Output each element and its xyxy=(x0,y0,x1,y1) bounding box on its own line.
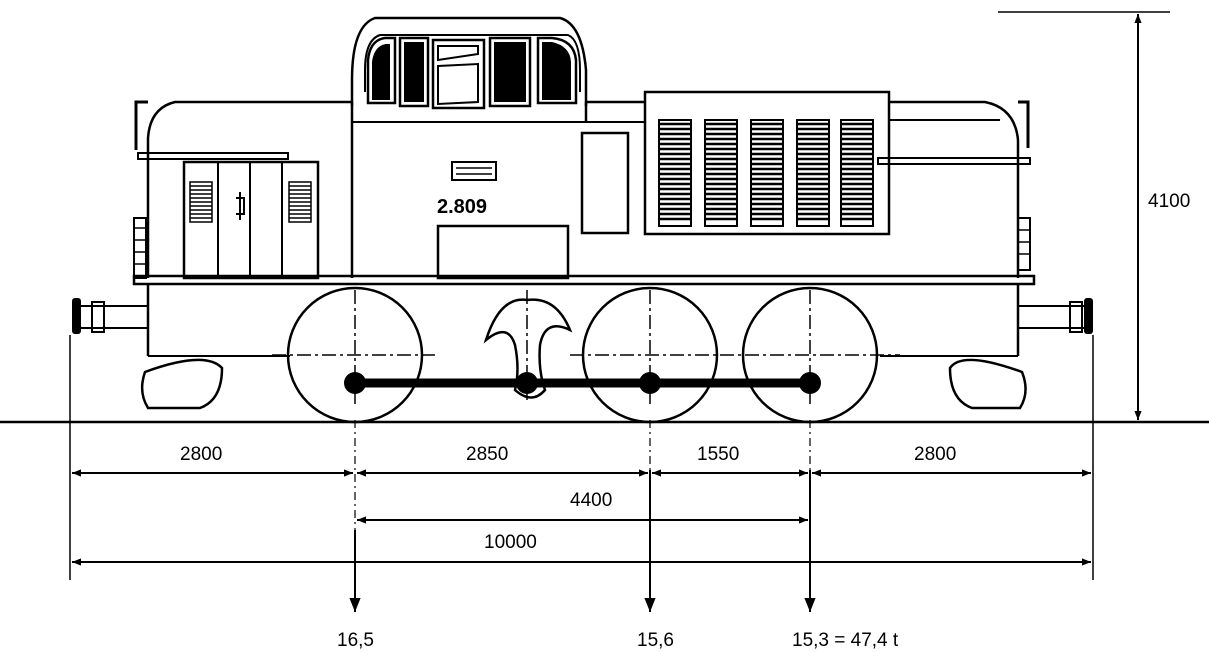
rear-overhang-label: 2800 xyxy=(914,444,956,465)
grille-panel xyxy=(796,119,830,227)
door-handle-icon xyxy=(236,192,245,220)
axle-load-1: 16,5 xyxy=(337,630,374,651)
rear-hood-grille xyxy=(643,90,891,236)
axle-load-3-total: 15,3 = 47,4 t xyxy=(792,630,899,651)
grille-panel xyxy=(704,119,738,227)
grille-panels xyxy=(658,119,874,227)
front-buffer xyxy=(72,298,224,410)
front-overhang-label: 2800 xyxy=(180,444,222,465)
louvre-right xyxy=(288,181,312,223)
axle-loads: 16,5 15,6 15,3 = 47,4 t xyxy=(337,470,899,651)
cab-windows xyxy=(366,36,578,110)
cab-lower-box xyxy=(436,224,570,280)
locomotive-body xyxy=(132,100,1036,357)
dimension-extension-lines xyxy=(69,335,1094,580)
wheel-spacing-2-label: 1550 xyxy=(697,444,739,465)
rear-buffer xyxy=(948,298,1093,410)
wheelset xyxy=(272,286,900,424)
axle-load-2: 15,6 xyxy=(637,630,674,651)
length-dimensions: 2800 2850 1550 2800 4400 10000 xyxy=(72,444,1091,566)
grille-panel xyxy=(658,119,692,227)
height-dimension: 4100 xyxy=(998,11,1190,420)
locomotive-number: 2.809 xyxy=(437,196,487,218)
number-plate xyxy=(451,161,497,181)
jackshaft-crank xyxy=(483,298,573,399)
front-hood-doors xyxy=(133,160,320,280)
overall-length-label: 10000 xyxy=(484,532,537,553)
grille-panel xyxy=(840,119,874,227)
side-window xyxy=(580,131,630,235)
wheelbase-label: 4400 xyxy=(570,490,612,511)
cab xyxy=(350,16,588,110)
louvre-left xyxy=(189,181,213,223)
grille-panel xyxy=(750,119,784,227)
wheel-spacing-1-label: 2850 xyxy=(466,444,508,465)
height-value: 4100 xyxy=(1148,191,1190,212)
